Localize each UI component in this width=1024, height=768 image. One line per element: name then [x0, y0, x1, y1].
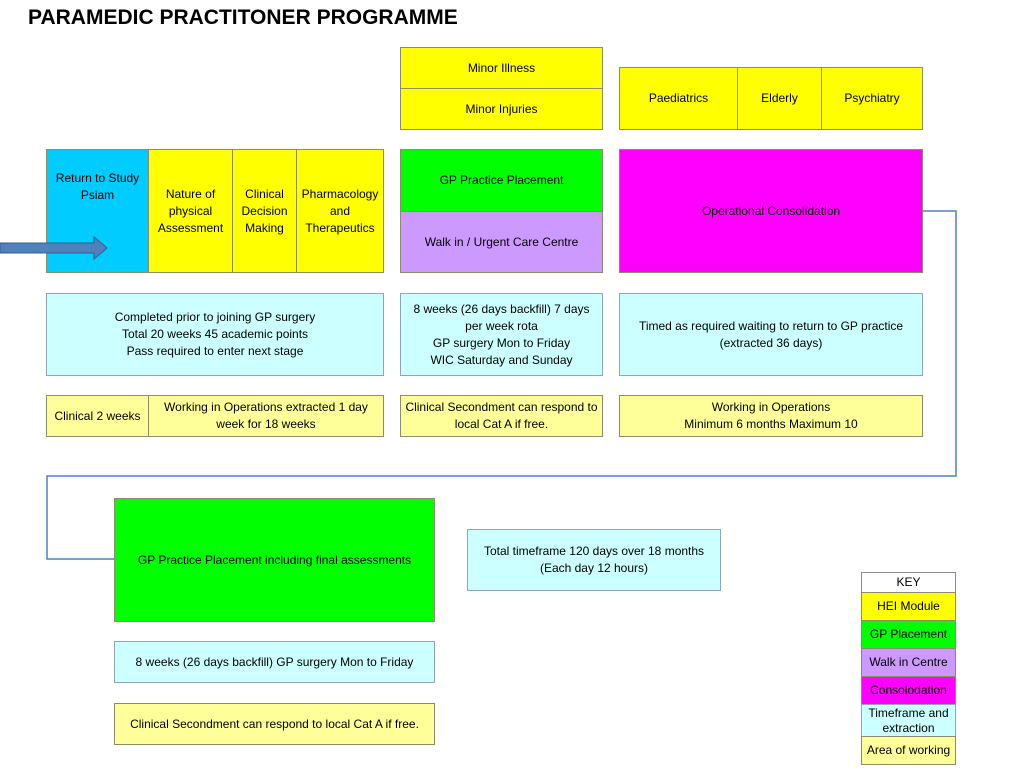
psychiatry-box: Psychiatry [821, 67, 923, 130]
pharmacology-box: Pharmacology and Therapeutics [296, 149, 384, 273]
clinical-decision-box: Clinical Decision Making [232, 149, 297, 273]
key-hei-module: HEI Module [861, 592, 956, 621]
working-ops-min-max-box: Working in Operations Minimum 6 months M… [619, 395, 923, 437]
gp-timeframe-box: 8 weeks (26 days backfill) 7 days per we… [400, 293, 603, 376]
operational-consolidation-box: Operational Consolidation [619, 149, 923, 273]
key-walk-in: Walk in Centre [861, 648, 956, 677]
minor-injuries-box: Minor Injuries [400, 88, 603, 130]
nature-of-assessment-box: Nature of physical Assessment [148, 149, 233, 273]
hei-timeframe-box: Completed prior to joining GP surgery To… [46, 293, 384, 376]
working-ops-extracted-box: Working in Operations extracted 1 day we… [148, 395, 384, 437]
key-gp-placement: GP Placement [861, 620, 956, 649]
minor-illness-box: Minor Illness [400, 47, 603, 89]
key-area-of-working: Area of working [861, 736, 956, 765]
key-title: KEY [861, 572, 956, 593]
final-secondment-box: Clinical Secondment can respond to local… [114, 703, 435, 745]
final-placement-box: GP Practice Placement including final as… [114, 498, 435, 622]
final-timeframe-box: 8 weeks (26 days backfill) GP surgery Mo… [114, 641, 435, 683]
secondment-box: Clinical Secondment can respond to local… [400, 395, 603, 437]
gp-placement-box: GP Practice Placement [400, 149, 603, 212]
key-consolidation: Consolodation [861, 676, 956, 705]
walk-in-box: Walk in / Urgent Care Centre [400, 211, 603, 273]
page-title: PARAMEDIC PRACTITONER PROGRAMME [28, 6, 458, 29]
clinical-2-weeks-box: Clinical 2 weeks [46, 395, 149, 437]
total-timeframe-box: Total timeframe 120 days over 18 months … [467, 529, 721, 591]
elderly-box: Elderly [737, 67, 822, 130]
return-to-study-box: Return to Study Psiam [46, 149, 149, 273]
consolidation-timeframe-box: Timed as required waiting to return to G… [619, 293, 923, 376]
paediatrics-box: Paediatrics [619, 67, 738, 130]
key-timeframe: Timeframe and extraction [861, 704, 956, 737]
